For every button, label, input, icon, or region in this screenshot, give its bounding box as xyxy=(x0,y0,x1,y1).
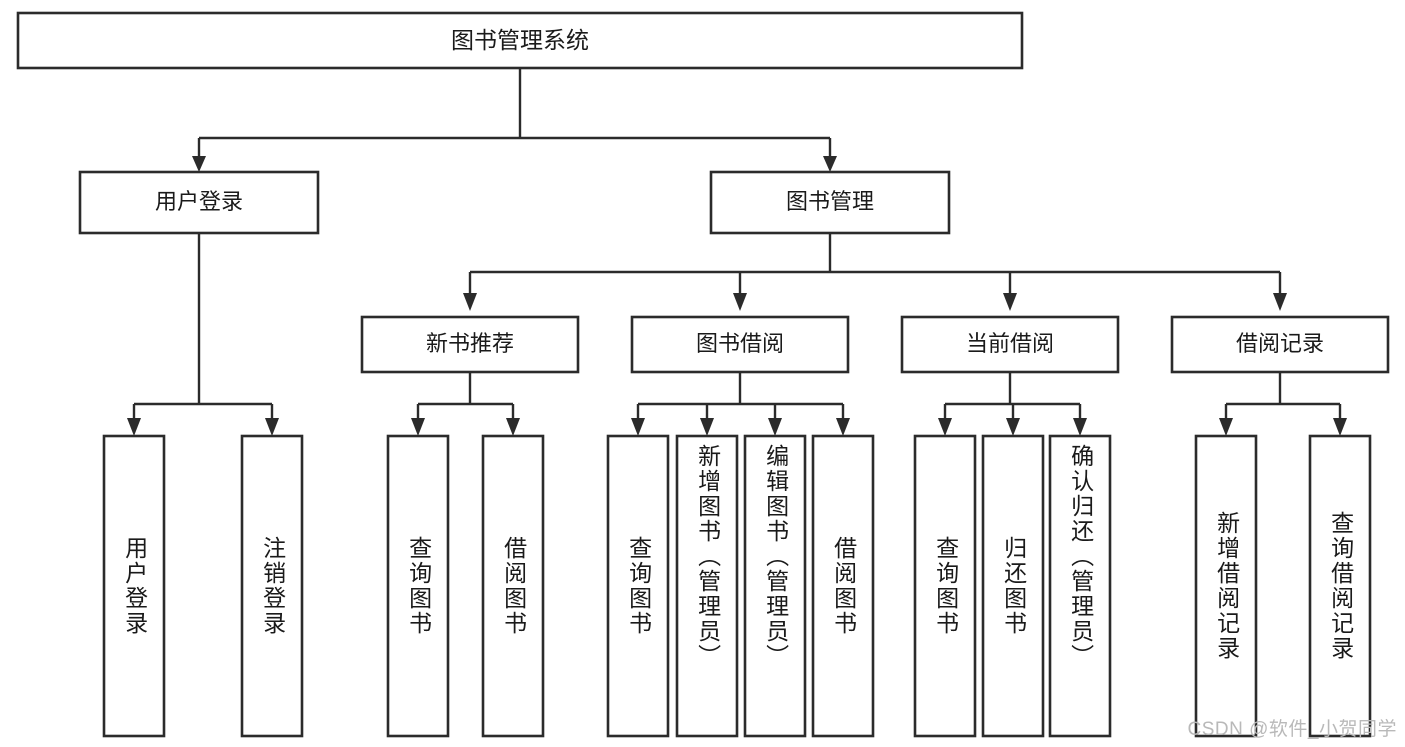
arrowhead-leaf-query-record xyxy=(1333,418,1347,436)
arrowhead-current-borrow xyxy=(1003,293,1017,311)
node-book-management-box[interactable] xyxy=(709,170,951,235)
arrowhead-book-management xyxy=(823,156,837,172)
arrowhead-borrow-record xyxy=(1273,293,1287,311)
arrowhead-leaf-edit-book xyxy=(768,418,782,436)
node-leaf-borrow-book-2-box[interactable] xyxy=(811,434,875,738)
node-root-label: 图书管理系统 xyxy=(451,27,589,53)
node-book-borrow-label: 图书借阅 xyxy=(696,331,784,356)
node-book-management-label: 图书管理 xyxy=(786,189,874,214)
node-leaf-edit-book-box[interactable] xyxy=(743,434,807,738)
arrowhead-leaf-user-login xyxy=(127,418,141,436)
node-leaf-borrow-book-1-box[interactable] xyxy=(481,434,545,738)
node-root-box[interactable] xyxy=(16,11,1024,70)
node-root[interactable]: 图书管理系统 xyxy=(16,11,1024,70)
node-leaf-logout-login-box[interactable] xyxy=(240,434,304,738)
arrowhead-leaf-query-book-2 xyxy=(631,418,645,436)
node-user-login-label: 用户登录 xyxy=(155,189,243,214)
node-leaf-confirm-return-box[interactable] xyxy=(1048,434,1112,738)
node-book-borrow[interactable]: 图书借阅 xyxy=(630,315,850,374)
connector-group-new-book-recommend xyxy=(411,372,520,436)
node-borrow-record-box[interactable] xyxy=(1170,315,1390,374)
arrowhead-leaf-add-book xyxy=(700,418,714,436)
arrowhead-leaf-add-record xyxy=(1219,418,1233,436)
node-leaf-user-login-box[interactable] xyxy=(102,434,166,738)
node-new-book-recommend-box[interactable] xyxy=(360,315,580,374)
node-new-book-recommend[interactable]: 新书推荐 xyxy=(360,315,580,374)
node-current-borrow-box[interactable] xyxy=(900,315,1120,374)
arrowhead-leaf-return-book xyxy=(1006,418,1020,436)
node-book-management[interactable]: 图书管理 xyxy=(709,170,951,235)
node-current-borrow-label: 当前借阅 xyxy=(966,331,1054,356)
node-current-borrow[interactable]: 当前借阅 xyxy=(900,315,1120,374)
node-leaf-return-book-box[interactable] xyxy=(981,434,1045,738)
node-leaf-add-book-box[interactable] xyxy=(675,434,739,738)
arrowhead-leaf-confirm-return xyxy=(1073,418,1087,436)
connector-group-user-login xyxy=(127,233,279,436)
node-book-borrow-box[interactable] xyxy=(630,315,850,374)
arrowhead-user-login xyxy=(192,156,206,172)
arrowhead-leaf-borrow-book-2 xyxy=(836,418,850,436)
node-leaf-query-record-box[interactable] xyxy=(1308,434,1372,738)
arrowhead-leaf-logout-login xyxy=(265,418,279,436)
arrowhead-leaf-query-book-3 xyxy=(938,418,952,436)
arrowhead-leaf-query-book-1 xyxy=(411,418,425,436)
node-leaf-query-book-1-box[interactable] xyxy=(386,434,450,738)
node-borrow-record-label: 借阅记录 xyxy=(1236,331,1324,356)
arrowhead-new-book-recommend xyxy=(463,293,477,311)
node-new-book-recommend-label: 新书推荐 xyxy=(426,331,514,356)
connector-group-borrow-record xyxy=(1219,372,1347,436)
connector-group-current-borrow xyxy=(938,372,1087,436)
node-leaf-query-book-2-box[interactable] xyxy=(606,434,670,738)
node-user-login[interactable]: 用户登录 xyxy=(78,170,320,235)
connector-group-root xyxy=(192,68,837,172)
watermark: CSDN @软件_小贺同学 xyxy=(1187,719,1397,740)
arrowhead-book-borrow xyxy=(733,293,747,311)
node-leaf-add-record-box[interactable] xyxy=(1194,434,1258,738)
connector-group-book-borrow xyxy=(631,372,850,436)
connector-group-book-management xyxy=(463,233,1287,311)
node-user-login-box[interactable] xyxy=(78,170,320,235)
leaf-boxes xyxy=(102,434,1372,738)
node-borrow-record[interactable]: 借阅记录 xyxy=(1170,315,1390,374)
arrowhead-leaf-borrow-book-1 xyxy=(506,418,520,436)
node-leaf-query-book-3-box[interactable] xyxy=(913,434,977,738)
